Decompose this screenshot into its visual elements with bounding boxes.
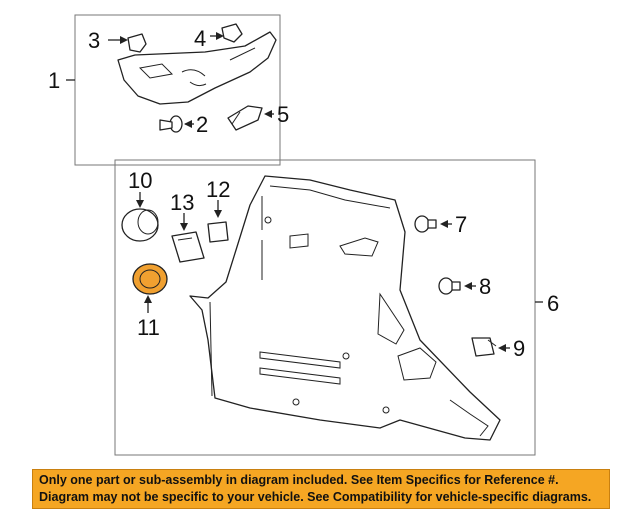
clip-part-4	[210, 23, 243, 43]
callout-5: 5	[277, 102, 289, 127]
callout-9: 9	[513, 336, 525, 361]
push-pin-part-8	[438, 277, 476, 295]
retainer-part-5	[227, 105, 274, 131]
bracket-part-13	[171, 213, 205, 263]
upper-trim-panel	[117, 31, 277, 105]
upper-assembly-box	[74, 14, 281, 166]
clip-part-3	[108, 33, 147, 53]
callout-1: 1	[48, 68, 60, 93]
callout-12: 12	[206, 177, 230, 202]
disclaimer-line-2: Diagram may not be specific to your vehi…	[39, 490, 592, 504]
clip-part-12	[207, 200, 229, 243]
disclaimer-banner: Only one part or sub-assembly in diagram…	[32, 469, 610, 509]
parts-diagram: 1 3 4 2 5 6	[48, 14, 559, 456]
main-assembly-box	[114, 159, 536, 456]
callout-7: 7	[455, 212, 467, 237]
callout-4: 4	[194, 26, 206, 51]
callout-2: 2	[196, 112, 208, 137]
round-cap-part-11[interactable]	[132, 263, 168, 313]
push-pin-part-7	[414, 215, 452, 233]
disclaimer-line-1: Only one part or sub-assembly in diagram…	[39, 473, 559, 487]
callout-3: 3	[88, 28, 100, 53]
callout-10: 10	[128, 168, 152, 193]
callout-13: 13	[170, 190, 194, 215]
callout-8: 8	[479, 274, 491, 299]
clip-part-9	[471, 337, 510, 357]
screw-part-2	[159, 115, 194, 133]
callout-6: 6	[547, 291, 559, 316]
callout-11: 11	[137, 315, 160, 340]
quarter-trim-panel	[189, 175, 501, 441]
round-cover-part-10	[121, 192, 159, 242]
